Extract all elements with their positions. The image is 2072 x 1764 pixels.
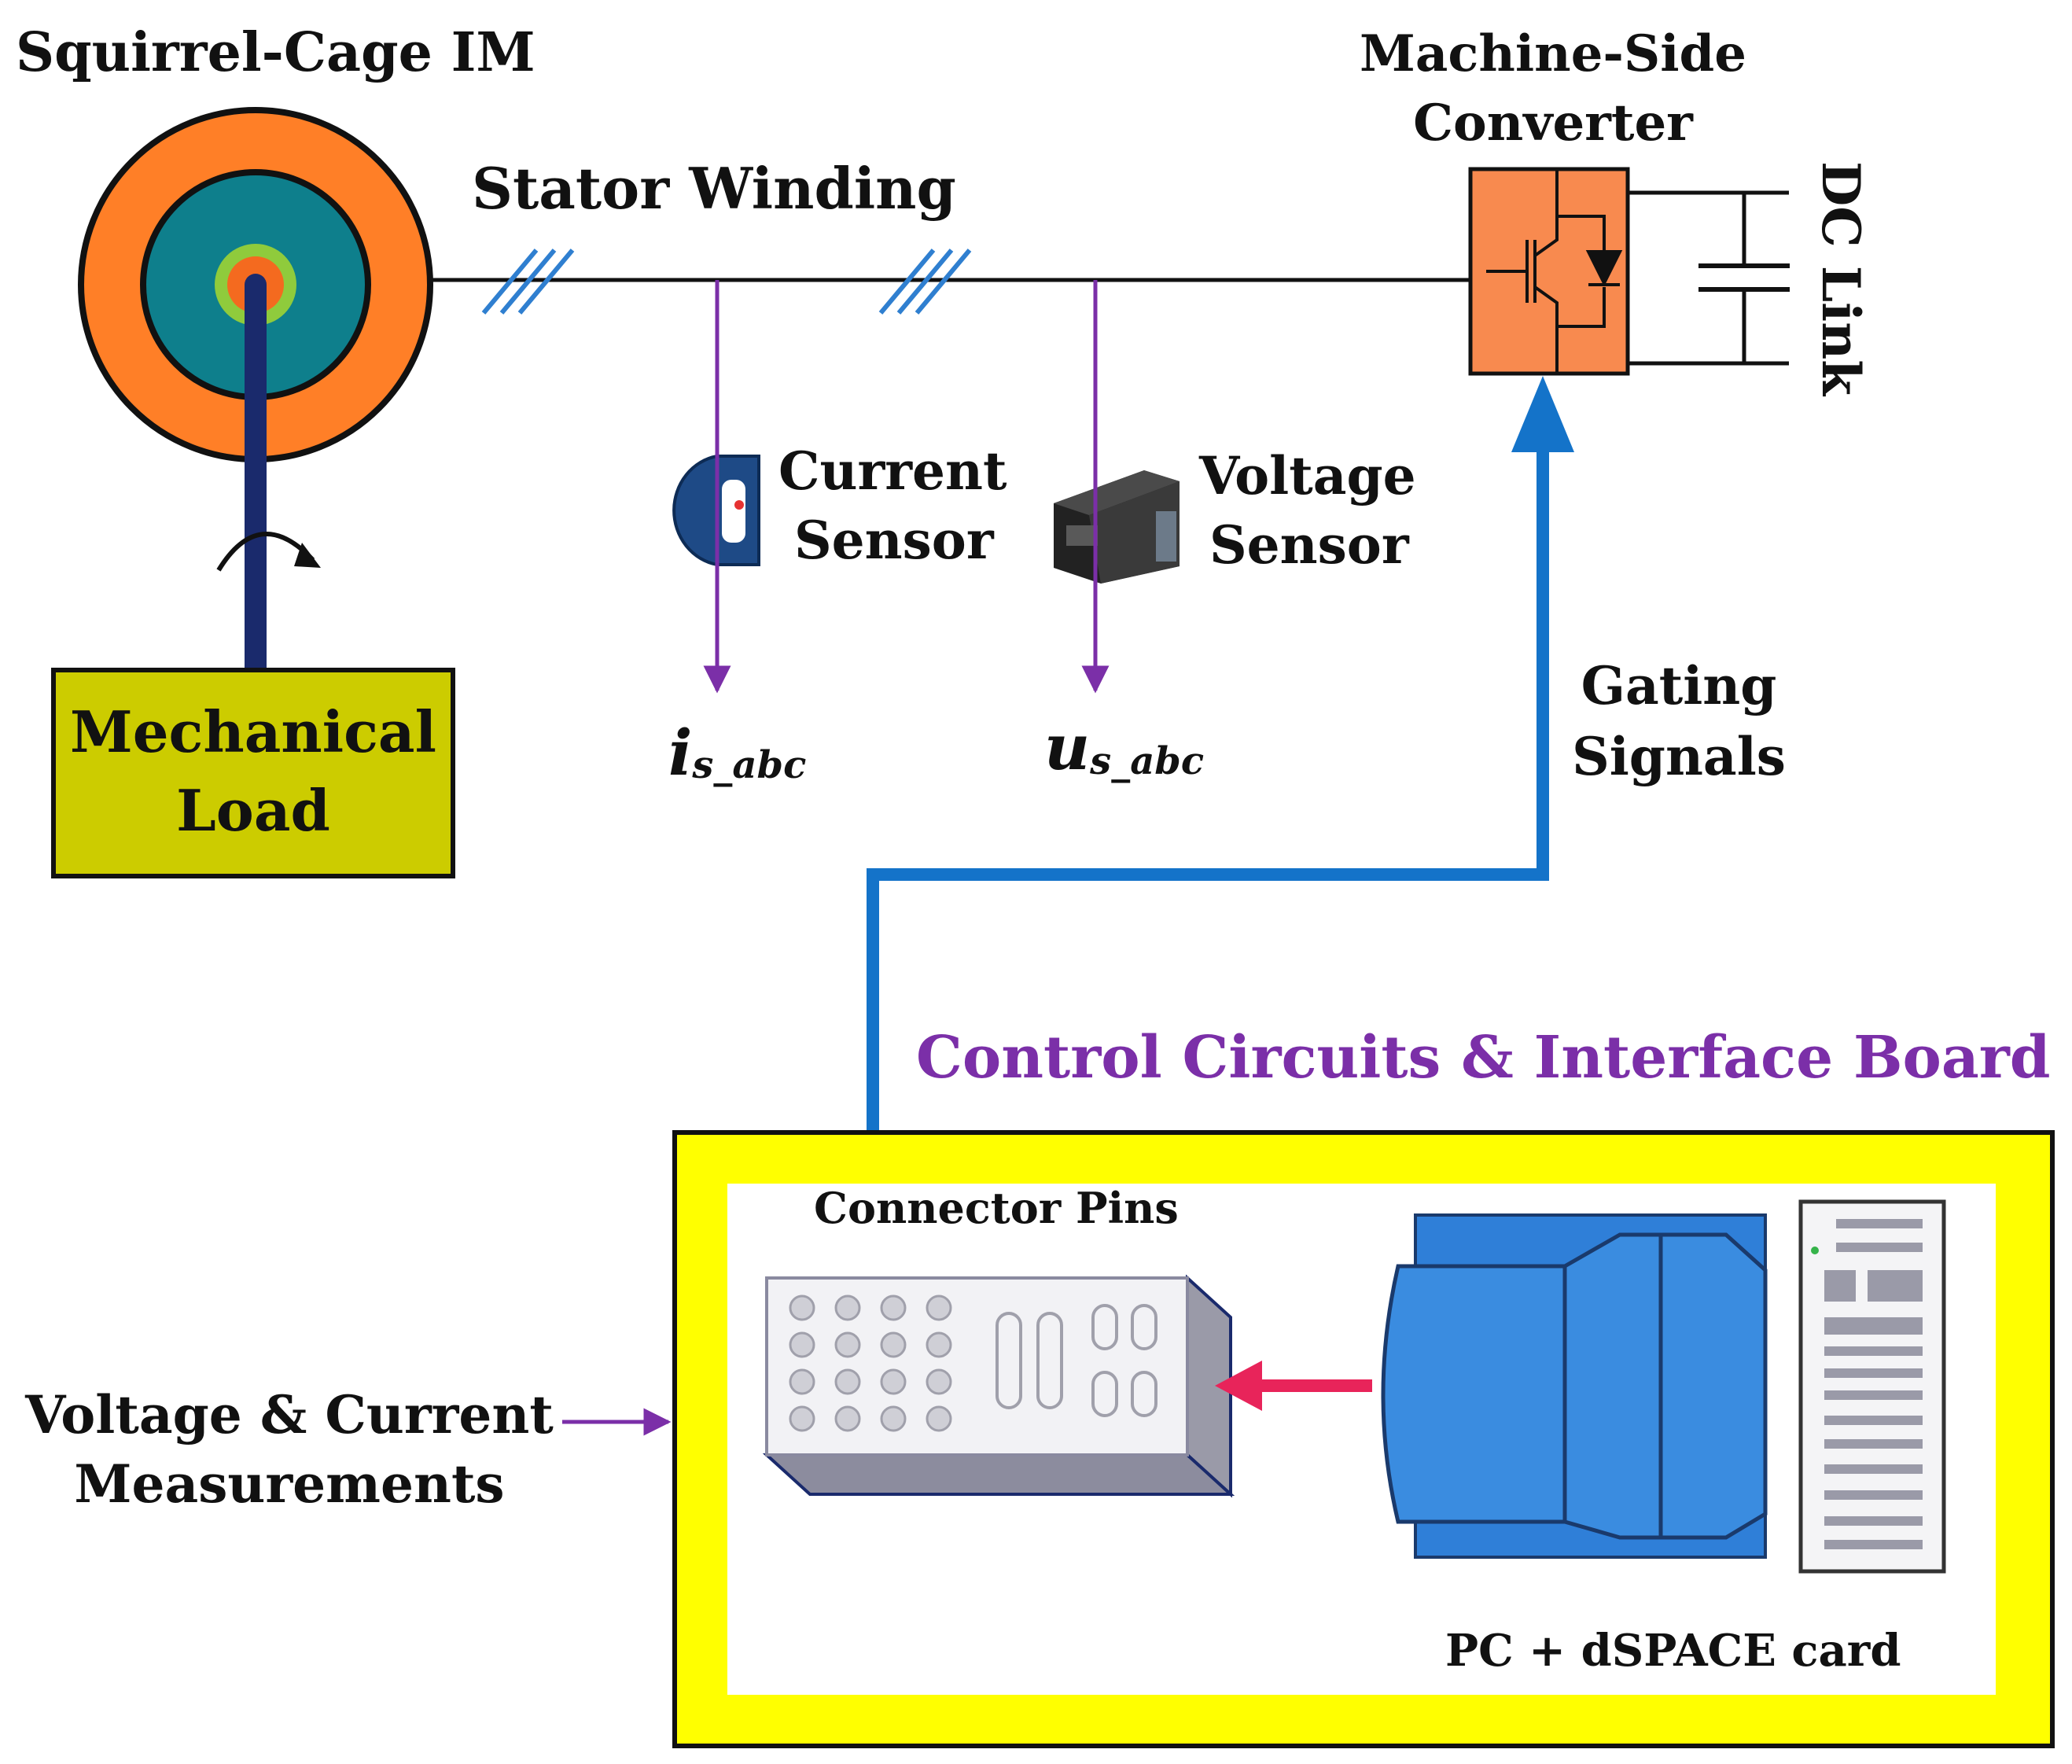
load-label-line1: Mechanical <box>70 698 436 765</box>
igbt-switch-icon <box>1486 169 1623 374</box>
converter-label-line2: Converter <box>1413 94 1694 153</box>
rotation-arrowhead <box>294 543 321 568</box>
load-label-line2: Load <box>176 777 330 844</box>
gating-label-line2: Signals <box>1572 726 1786 787</box>
data-transfer-arrow <box>1215 1361 1372 1411</box>
voltage-signal-sub: s_abc <box>1089 739 1204 783</box>
current-sensor-label-line2: Sensor <box>794 510 995 571</box>
squirrel-cage-motor <box>78 107 433 681</box>
gating-arrowhead <box>1511 376 1574 452</box>
voltage-transducer-icon <box>1054 470 1180 584</box>
current-signal-main: i <box>668 716 692 790</box>
capacitor-icon <box>1698 263 1790 292</box>
mechanical-load-box <box>51 668 455 878</box>
current-signal-sub: s_abc <box>691 743 806 787</box>
dc-link-circuit <box>1628 190 1789 366</box>
current-signal-label: is_abc <box>668 716 806 790</box>
measurements-label-line2: Measurements <box>74 1453 504 1515</box>
converter-label-line1: Machine-Side <box>1360 24 1746 83</box>
current-sensor-label-line1: Current <box>778 440 1007 502</box>
dspace-card-icon <box>1798 1199 1946 1574</box>
gating-label-line1: Gating <box>1581 655 1777 716</box>
voltage-signal-label: us_abc <box>1044 710 1204 784</box>
voltage-sensor-label-line2: Sensor <box>1209 514 1410 576</box>
control-board-label: Control Circuits & Interface Board <box>916 1024 2051 1092</box>
voltage-signal-main: u <box>1044 710 1090 784</box>
motor-title: Squirrel-Cage IM <box>16 21 535 84</box>
connector-pins-label: Connector Pins <box>814 1183 1179 1233</box>
voltage-sensor-label-line1: Voltage <box>1198 445 1416 506</box>
pc-dspace-label: PC + dSPACE card <box>1445 1625 1901 1677</box>
gating-signal-line <box>867 439 1549 1132</box>
connector-panel-icon <box>762 1274 1235 1498</box>
measurements-label-line1: Voltage & Current <box>24 1384 554 1445</box>
dc-link-label: DC Link <box>1810 161 1871 396</box>
three-phase-mark-2 <box>878 249 972 315</box>
three-phase-mark-1 <box>481 249 575 315</box>
computer-monitor-icon <box>1381 1213 1768 1559</box>
stator-winding-label: Stator Winding <box>472 155 956 222</box>
